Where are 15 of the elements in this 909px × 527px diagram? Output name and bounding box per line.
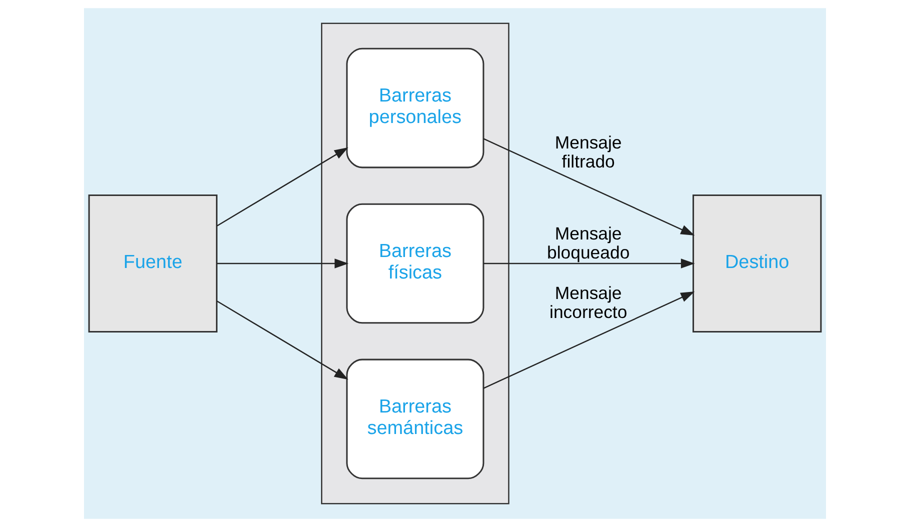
edge-label: Mensaje bloqueado: [546, 224, 630, 263]
arrow: [216, 258, 348, 268]
node-box: Barreras semánticas: [346, 358, 484, 480]
edge-label: Mensaje incorrecto: [549, 283, 627, 322]
cluster: [320, 22, 509, 504]
node-box: Barreras personales: [346, 48, 484, 168]
edge-label: Mensaje filtrado: [554, 132, 622, 172]
node-box: Barreras físicas: [346, 203, 484, 324]
arrow: [216, 147, 348, 226]
node-box: Fuente: [88, 194, 217, 333]
arrow: [483, 258, 694, 268]
arrow: [482, 292, 694, 389]
arrow: [482, 138, 694, 236]
arrow: [216, 300, 348, 380]
node-box: Destino: [692, 194, 822, 333]
